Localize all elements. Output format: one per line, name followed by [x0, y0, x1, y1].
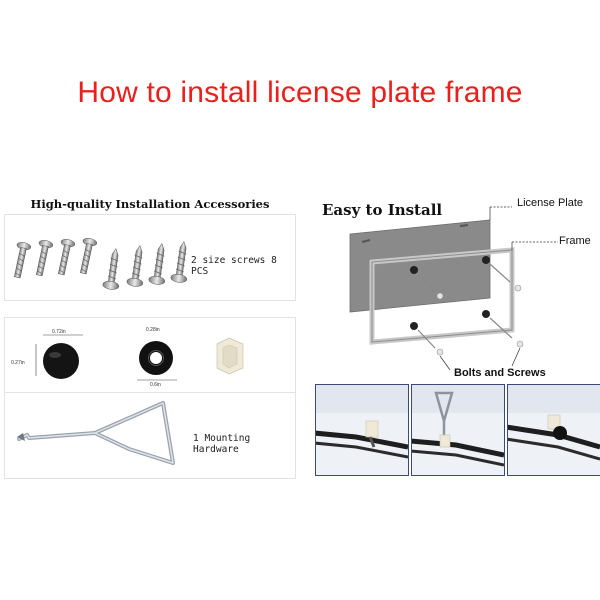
cap-width: 0.72in — [52, 329, 66, 335]
tool-panel: 1 Mounting Hardware — [4, 392, 296, 479]
install-photo-2 — [411, 384, 505, 476]
page-title: How to install license plate frame — [77, 76, 523, 109]
mounting-tool-icon — [17, 401, 175, 465]
screws-label: 2 size screws 8 PCS — [191, 255, 277, 277]
caps-illustration — [35, 334, 244, 381]
cap-height: 0.27in — [11, 360, 25, 366]
caps-panel: 0.72in 0.27in 0.28in 0.6in — [4, 317, 296, 394]
license-plate-label: License Plate — [517, 197, 584, 209]
exploded-diagram — [349, 206, 558, 371]
install-photo-3 — [507, 384, 600, 476]
washer-inner: 0.28in — [146, 327, 160, 333]
license-plate-shape — [349, 219, 491, 313]
easy-install-heading: Easy to Install — [322, 201, 443, 219]
screws-panel: 2 size screws 8 PCS — [4, 214, 296, 301]
frame-label: Frame — [559, 235, 591, 247]
washer-outer: 0.6in — [150, 382, 161, 388]
install-photo-1 — [315, 384, 409, 476]
cap-icon — [43, 343, 79, 379]
tool-label: 1 Mounting Hardware — [193, 433, 251, 455]
bolts-label: Bolts and Screws — [454, 367, 546, 379]
screws-icon — [14, 238, 187, 290]
clip-icon — [216, 337, 244, 375]
accessories-heading: High-quality Installation Accessories — [30, 197, 270, 211]
